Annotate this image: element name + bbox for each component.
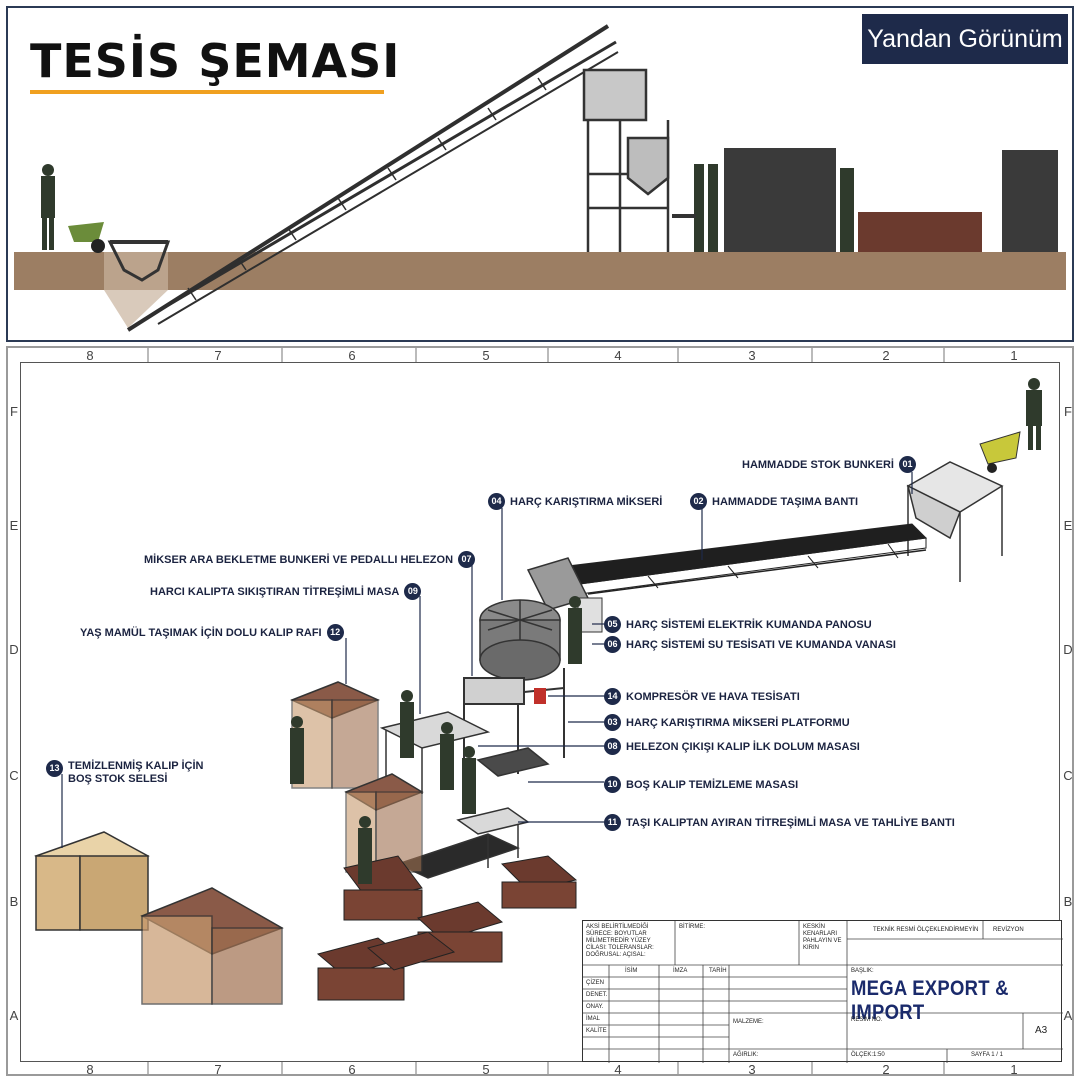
column-label-bottom: 4 bbox=[614, 1062, 622, 1076]
tb-sign-col: İMZA bbox=[673, 968, 688, 974]
tb-general-notes: AKSİ BELİRTİLMEDİĞİ SÜRECE: BOYUTLAR MİL… bbox=[586, 924, 654, 958]
column-label-top: 1 bbox=[1010, 348, 1018, 363]
column-label-bottom: 2 bbox=[882, 1062, 890, 1076]
mixer-platform bbox=[463, 668, 565, 774]
empty-mold-stock bbox=[34, 831, 150, 931]
row-label-right: D bbox=[1063, 642, 1073, 657]
company-name: MEGA EXPORT & IMPORT bbox=[851, 977, 1009, 1024]
tb-material: MALZEME: bbox=[733, 1019, 764, 1025]
column-label-top: 5 bbox=[482, 348, 490, 363]
row-label-right: F bbox=[1064, 404, 1072, 419]
column-label-bottom: 5 bbox=[482, 1062, 490, 1076]
drawing-frame bbox=[20, 362, 1060, 1062]
column-label-bottom: 8 bbox=[86, 1062, 94, 1076]
conveyor-pit bbox=[104, 252, 168, 328]
tb-role-quality: KALİTE bbox=[586, 1028, 607, 1034]
tb-title-label: BAŞLIK: bbox=[851, 968, 874, 974]
tb-edges: KESKİN KENARLARI PAHLAYIN VE KIRIN bbox=[803, 924, 842, 951]
mold-racks-bottom bbox=[140, 887, 284, 1005]
column-label-bottom: 1 bbox=[1010, 1062, 1018, 1076]
row-label-right: A bbox=[1063, 1008, 1073, 1023]
callout-07: MİKSER ARA BEKLETME BUNKERİ VE PEDALLI H… bbox=[144, 551, 476, 568]
page-title: TESİS ŞEMASI bbox=[30, 34, 401, 88]
column-label-bottom: 6 bbox=[348, 1062, 356, 1076]
feed-conveyor bbox=[567, 523, 928, 595]
frame-ticks bbox=[147, 348, 945, 1074]
title-block-grid bbox=[583, 921, 1063, 1063]
title-underline bbox=[30, 90, 384, 94]
worker-wheelbarrow bbox=[41, 164, 105, 253]
side-view-illustration bbox=[14, 24, 1066, 332]
tb-size: A3 bbox=[1035, 1025, 1048, 1036]
tb-no-scale: TEKNİK RESMİ ÖLÇEKLENDİRMEYİN bbox=[873, 927, 979, 933]
column-label-top: 4 bbox=[614, 348, 622, 363]
tb-weight: AĞIRLIK: bbox=[733, 1052, 759, 1058]
row-label-left: A bbox=[9, 1008, 19, 1023]
workers-isometric bbox=[290, 596, 582, 884]
column-label-bottom: 7 bbox=[214, 1062, 222, 1076]
tb-role-drawn: ÇİZEN bbox=[586, 980, 604, 986]
tb-revision: REVİZYON bbox=[993, 927, 1024, 933]
worker-right bbox=[979, 378, 1042, 473]
row-label-right: C bbox=[1063, 768, 1073, 783]
tb-role-mfg: İMAL bbox=[586, 1016, 601, 1022]
tb-name-col: İSİM bbox=[625, 968, 638, 974]
view-badge: Yandan Görünüm bbox=[862, 14, 1068, 64]
tb-role-approved: ONAY. bbox=[586, 1004, 604, 1010]
row-label-left: E bbox=[9, 518, 19, 533]
row-label-left: C bbox=[9, 768, 19, 783]
column-label-top: 7 bbox=[214, 348, 222, 363]
mortar-mixer bbox=[479, 557, 590, 681]
column-label-top: 3 bbox=[748, 348, 756, 363]
plant-isometric-illustration bbox=[34, 348, 1042, 1074]
tb-sheet: SAYFA 1 / 1 bbox=[971, 1052, 1003, 1058]
workers-and-racks bbox=[672, 148, 1058, 252]
mixer-tower bbox=[582, 68, 670, 252]
tb-finish: BİTİRME: bbox=[679, 924, 706, 930]
inclined-conveyor bbox=[126, 24, 619, 332]
work-tables bbox=[379, 711, 550, 879]
column-label-top: 2 bbox=[882, 348, 890, 363]
row-label-right: B bbox=[1063, 894, 1073, 909]
title-block: AKSİ BELİRTİLMEDİĞİ SÜRECE: BOYUTLAR MİL… bbox=[582, 920, 1063, 1063]
tb-scale: ÖLÇEK:1:50 bbox=[851, 1052, 885, 1058]
column-label-top: 6 bbox=[348, 348, 356, 363]
compressor bbox=[534, 688, 546, 704]
column-label-bottom: 3 bbox=[748, 1062, 756, 1076]
column-label-top: 8 bbox=[86, 348, 94, 363]
row-label-right: E bbox=[1063, 518, 1073, 533]
callout-leaders bbox=[61, 472, 913, 848]
tb-role-checked: DENET. bbox=[586, 992, 608, 998]
raw-material-hopper bbox=[906, 461, 1004, 582]
row-label-left: D bbox=[9, 642, 19, 657]
tb-drawing-no: RESİM NO. bbox=[851, 1017, 883, 1023]
brick-pallets bbox=[316, 855, 578, 1001]
callout-09: HARCI KALIPTA SIKIŞTIRAN TİTREŞİMLİ MASA… bbox=[150, 583, 422, 600]
side-view-panel: TESİS ŞEMASI Yandan Görünüm bbox=[6, 6, 1074, 342]
row-label-left: B bbox=[9, 894, 19, 909]
row-label-left: F bbox=[10, 404, 18, 419]
ground-strip bbox=[14, 252, 1066, 290]
tb-date-col: TARİH bbox=[709, 968, 727, 974]
